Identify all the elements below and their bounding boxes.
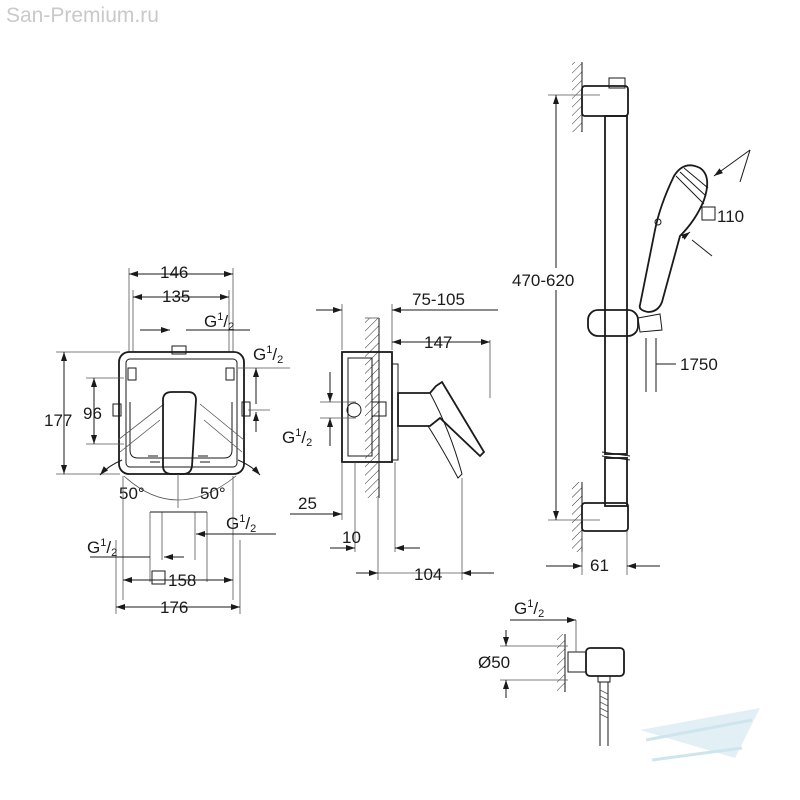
dim-61: 61	[590, 556, 609, 575]
dim-1750: 1750	[680, 355, 718, 374]
dim-176: 176	[160, 598, 188, 617]
side-thread-label: G1/2	[282, 427, 312, 449]
logo-icon	[640, 708, 760, 762]
thread-top-num: 1	[217, 311, 223, 323]
outlet-thread-label: G1/2	[514, 598, 544, 620]
angle-left: 50°	[119, 484, 145, 503]
thread-right-label: G1/2	[253, 344, 283, 366]
dim-135: 135	[162, 287, 190, 306]
mixer-lever	[162, 391, 197, 475]
dim-177: 177	[44, 411, 72, 430]
dim-146: 146	[160, 263, 188, 282]
bottom-bracket	[581, 502, 629, 532]
thread-top-den: 2	[228, 321, 234, 333]
angle-right: 50°	[200, 484, 226, 503]
outlet-elbow	[585, 647, 625, 677]
dim-25: 25	[298, 494, 317, 513]
hand-shower	[638, 164, 709, 313]
shower-rail	[604, 115, 628, 455]
thread-bottom-left-label: G1/2	[87, 537, 117, 559]
dim-10: 10	[342, 528, 361, 547]
watermark-text: San-Premium.ru	[6, 4, 159, 27]
top-bracket	[581, 85, 629, 117]
thread-top-label: G1/2	[204, 311, 234, 333]
shower-rail-view: 1750 110 470-620 61	[510, 62, 751, 575]
dim-75-105: 75-105	[412, 290, 465, 309]
wall-outlet-view: G1/2 Ø50	[478, 598, 625, 746]
slider	[587, 309, 639, 337]
lever-side	[397, 380, 486, 458]
thread-top-g: G	[204, 312, 217, 331]
dim-110: 110	[717, 207, 744, 226]
dim-96: 96	[83, 404, 102, 423]
dim-147: 147	[424, 333, 452, 352]
outlet-diameter: Ø50	[478, 653, 510, 672]
dim-470-620: 470-620	[512, 271, 574, 290]
valve-box	[118, 351, 245, 475]
dim-158: 158	[168, 571, 196, 590]
front-view: 146 135 G1/2 G1/2	[44, 263, 290, 617]
side-view: 75-105 147 G1/2 25 10 104	[282, 290, 498, 584]
thread-bottom-right-label: G1/2	[226, 513, 256, 535]
dim-104: 104	[414, 565, 442, 584]
